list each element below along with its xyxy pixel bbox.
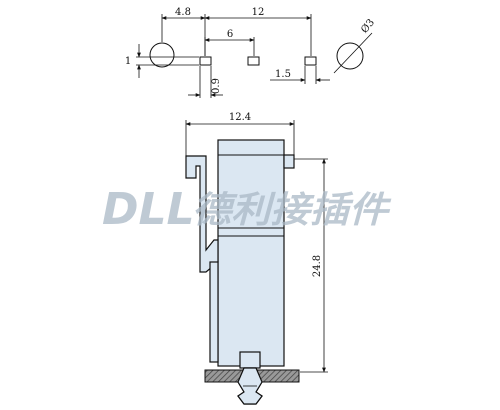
dim-label-4-8: 4.8	[175, 7, 191, 18]
pad-3	[304, 56, 317, 66]
dim-label-hole-diameter: Ø3	[359, 17, 377, 35]
dim-label-6: 6	[227, 29, 233, 40]
connector-body	[217, 139, 285, 367]
dim-label-1-5: 1.5	[275, 69, 291, 80]
watermark-chinese: 德利接插件	[192, 190, 392, 231]
dim-label-0-9: 0.9	[211, 78, 222, 94]
dim-label-12-4: 12.4	[229, 112, 251, 123]
brand-watermark: DLL 德利接插件	[102, 184, 392, 235]
pad-2	[247, 56, 260, 66]
pcb-footprint: 4.8 12 6 1 0.9 1.5 Ø3	[125, 7, 377, 98]
left-mount-hole	[149, 42, 175, 68]
dim-label-1: 1	[125, 56, 131, 67]
bottom-terminal	[239, 351, 261, 369]
dim-label-12: 12	[252, 7, 265, 18]
connector-side-view: 12.4 24.8	[185, 112, 328, 405]
pad-1	[199, 56, 212, 66]
dim-label-24-8: 24.8	[312, 255, 323, 277]
right-mount-hole	[336, 42, 364, 70]
top-right-tab	[283, 154, 295, 169]
watermark-latin: DLL	[102, 184, 195, 235]
